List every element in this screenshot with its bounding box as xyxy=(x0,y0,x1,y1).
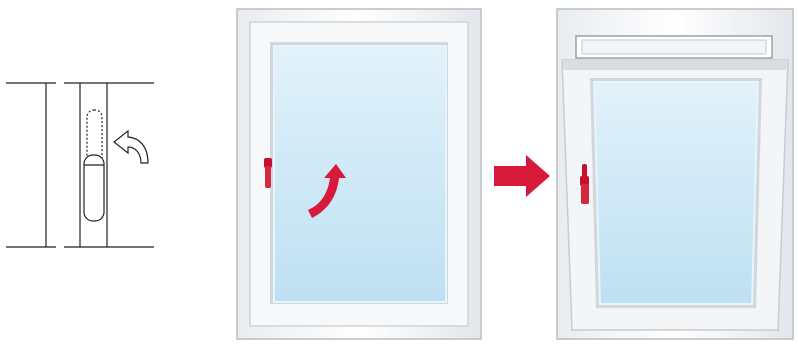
rotation-arrow-icon xyxy=(308,164,346,218)
curved-arrow-icon xyxy=(113,129,149,164)
window-handle xyxy=(580,164,589,204)
right-arrow-icon xyxy=(494,155,550,197)
sash-top-edge xyxy=(562,60,788,70)
window-closed xyxy=(236,8,482,340)
glass-pane xyxy=(273,45,447,303)
handle-previous-position xyxy=(86,109,103,189)
window-tilted xyxy=(556,8,794,340)
tilt-gap-inner xyxy=(581,39,767,55)
glass-pane xyxy=(592,81,760,305)
window-handle xyxy=(264,158,272,188)
handle-schematic xyxy=(6,82,154,248)
handle-current-position xyxy=(83,154,105,222)
